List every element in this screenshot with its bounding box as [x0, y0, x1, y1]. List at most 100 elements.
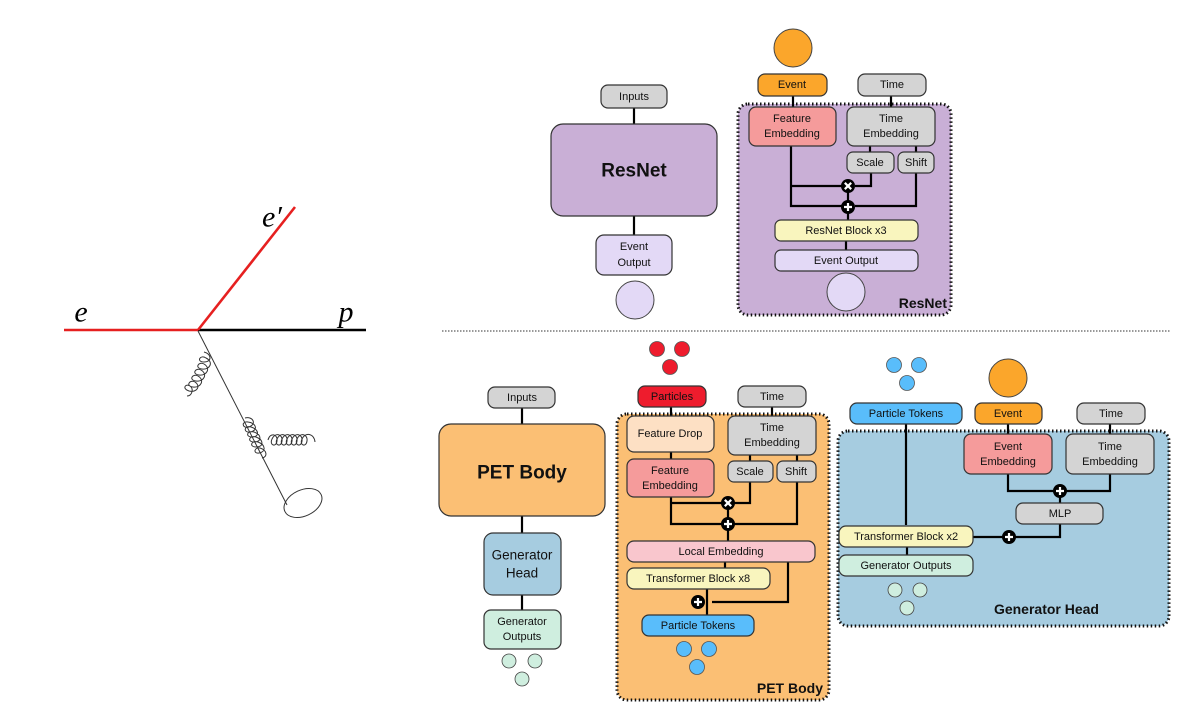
transformer-block-x8-box [626, 567, 771, 590]
add-op-icon [1000, 528, 1018, 546]
add-op-icon [719, 515, 737, 533]
time-embedding-box [846, 106, 936, 147]
generator-head-detail: Particle Tokens Event Time Event Embeddi… [836, 357, 1171, 628]
pet-inputs-box [487, 386, 556, 409]
multiply-op-icon [839, 177, 857, 195]
generator-head-label-2: Head [506, 566, 538, 581]
pet-shift-label: Shift [785, 466, 807, 478]
scale-label: Scale [856, 157, 884, 169]
gluon-right-icon [267, 434, 316, 446]
feynman-diagram: e e′ p [64, 201, 366, 519]
generator-output-point-icon [887, 582, 903, 598]
shift-label: Shift [905, 157, 927, 169]
pet-scale-box [727, 460, 774, 483]
pet-time-embedding-label-1: Time [760, 422, 784, 434]
inputs-label: Inputs [619, 91, 649, 103]
resnet-overview: Inputs ResNet Event Output [550, 84, 718, 320]
particle-input-icon [649, 341, 665, 357]
gh-time-embedding-label-2: Embedding [1082, 456, 1138, 468]
outgoing-electron-line [196, 206, 297, 331]
pet-feature-embedding-label-1: Feature [651, 465, 689, 477]
generator-output-point-icon [899, 600, 915, 616]
pet-body-detail-title: PET Body [757, 680, 823, 696]
generator-head-box [483, 532, 562, 596]
resnet-block-box [774, 219, 919, 242]
resnet-detail: Event Time Feature Embedding Time Embedd… [736, 28, 953, 317]
pet-shift-box [776, 460, 817, 483]
pet-body-detail: Particles Time Feature Drop Time Embeddi… [615, 341, 831, 702]
pet-time-embedding-box [727, 415, 817, 456]
pet-inputs-label: Inputs [507, 392, 537, 404]
event-box [757, 73, 828, 97]
particle-token-icon [701, 641, 717, 657]
pet-feature-embedding-box [626, 458, 715, 498]
event-embedding-box [963, 433, 1053, 475]
resnet-detail-title: ResNet [899, 295, 948, 311]
event-embedding-label-1: Event [994, 441, 1022, 453]
event-label: Event [778, 79, 806, 91]
transformer-block-x2-box [838, 525, 974, 548]
generator-head-label-1: Generator [492, 548, 553, 563]
generator-head-detail-title: Generator Head [994, 601, 1099, 617]
time-label: Time [880, 79, 904, 91]
gluon-left-icon [184, 351, 211, 397]
gluon-quark-icon [242, 417, 267, 459]
add-op-icon [839, 198, 857, 216]
pet-body-box [438, 423, 606, 517]
transformer-block-x8-label: Transformer Block x8 [646, 573, 750, 585]
event-input-circle-icon [773, 28, 813, 68]
gh-time-embedding-label-1: Time [1098, 441, 1122, 453]
quark-line [197, 330, 288, 506]
particles-label: Particles [651, 391, 694, 403]
gh-time-label: Time [1099, 408, 1123, 420]
generator-outputs-label-2: Outputs [503, 631, 542, 643]
gh-generator-outputs-label: Generator Outputs [860, 560, 952, 572]
add-op-icon [689, 593, 707, 611]
label-e-prime: e′ [262, 201, 282, 234]
pet-time-embedding-label-2: Embedding [744, 437, 800, 449]
scale-box [846, 151, 895, 174]
particle-tokens-output-box [641, 614, 755, 637]
generator-output-point-icon [527, 653, 543, 669]
time-embedding-label-1: Time [879, 113, 903, 125]
pet-body-label: PET Body [477, 463, 567, 484]
jet-cone-icon [283, 487, 323, 519]
pet-feature-embedding-label-2: Embedding [642, 480, 698, 492]
resnet-model-box [550, 123, 718, 217]
particle-token-input-icon [911, 357, 927, 373]
gh-time-embedding-box [1065, 433, 1155, 475]
multiply-op-icon [719, 494, 737, 512]
label-p: p [337, 296, 354, 329]
gh-particle-tokens-box [849, 402, 963, 425]
time-box [857, 73, 927, 97]
feature-embedding-box [748, 106, 837, 147]
particle-token-icon [676, 641, 692, 657]
particle-token-input-icon [899, 375, 915, 391]
pet-time-label: Time [760, 391, 784, 403]
feature-embedding-label-1: Feature [773, 113, 811, 125]
shift-box [897, 151, 935, 174]
particle-token-icon [689, 659, 705, 675]
add-op-icon [1051, 482, 1069, 500]
generator-head-detail-container [836, 429, 1171, 628]
generator-output-point-icon [912, 582, 928, 598]
generator-output-point-icon [514, 671, 530, 687]
gh-time-box [1076, 402, 1146, 425]
local-embedding-box [626, 540, 816, 563]
event-embedding-label-2: Embedding [980, 456, 1036, 468]
event-output-label-2: Output [617, 257, 650, 269]
time-embedding-label-2: Embedding [863, 128, 919, 140]
feature-embedding-label-2: Embedding [764, 128, 820, 140]
event-output-detail-circle-icon [826, 272, 866, 312]
particle-input-icon [662, 359, 678, 375]
particles-box [637, 385, 707, 408]
generator-outputs-box [483, 609, 562, 650]
pet-scale-label: Scale [736, 466, 764, 478]
feature-drop-label: Feature Drop [638, 428, 703, 440]
gh-event-label: Event [994, 408, 1022, 420]
pet-overview: Inputs PET Body Generator Head Generator… [438, 386, 606, 687]
particle-input-icon [674, 341, 690, 357]
inputs-box [600, 84, 668, 109]
particle-tokens-output-label: Particle Tokens [661, 620, 736, 632]
mlp-label: MLP [1049, 508, 1072, 520]
